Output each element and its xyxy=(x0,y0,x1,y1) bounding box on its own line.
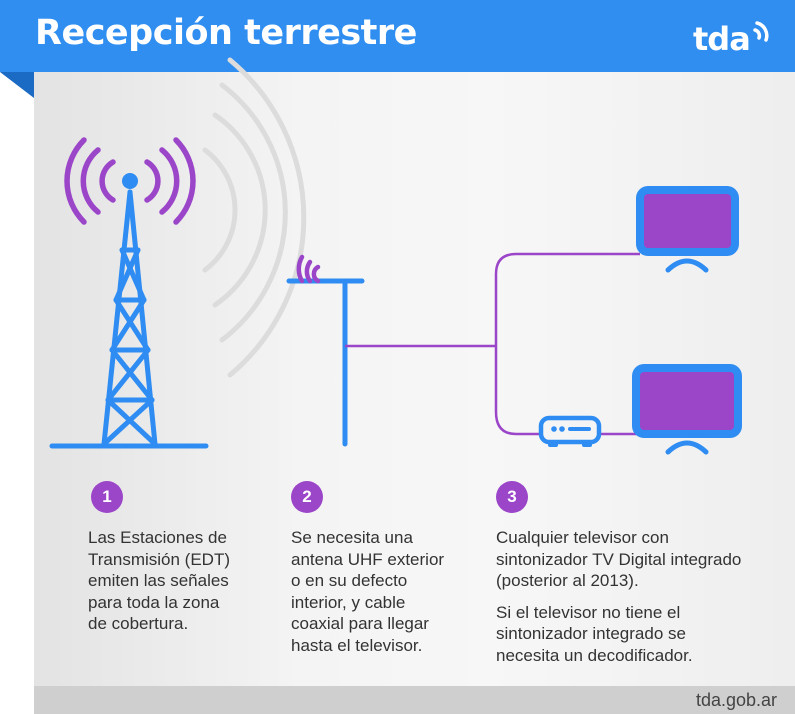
logo-signal-icon xyxy=(753,21,769,42)
coaxial-cable-icon xyxy=(345,252,640,436)
step-3-number: 3 xyxy=(496,481,528,513)
step-2-number: 2 xyxy=(291,481,323,513)
logo-text: tda xyxy=(693,20,751,58)
step-3-note: Si el televisor no tiene el sintonizador… xyxy=(496,602,693,665)
header-fold xyxy=(0,72,34,98)
transmission-tower-icon xyxy=(49,173,209,449)
coverage-waves-icon xyxy=(202,57,307,378)
step-2-description: Se necesita una antena UHF exterior o en… xyxy=(291,528,445,655)
television-icon xyxy=(632,364,742,455)
footer-url[interactable]: tda.gob.ar xyxy=(695,690,777,710)
step-3-text: Cualquier televisor con sintonizador TV … xyxy=(496,527,741,666)
step-1-number: 1 xyxy=(91,481,123,513)
decoder-icon xyxy=(538,415,602,447)
step-2-text: Se necesita una antena UHF exterior o en… xyxy=(291,527,444,656)
antenna-waves-icon xyxy=(296,254,321,284)
step-3-description: Cualquier televisor con sintonizador TV … xyxy=(496,528,742,590)
page-title: Recepción terrestre xyxy=(35,13,417,53)
uhf-antenna-icon xyxy=(286,278,365,447)
signal-waves-icon xyxy=(64,137,196,225)
footer-bar: tda.gob.ar xyxy=(34,686,795,714)
tda-logo: tda xyxy=(693,14,773,60)
television-icon xyxy=(636,186,739,273)
step-1-text: Las Estaciones de Transmisión (EDT) emit… xyxy=(88,527,230,635)
step-1-description: Las Estaciones de Transmisión (EDT) emit… xyxy=(88,528,230,633)
header-bar: Recepción terrestre tda xyxy=(0,0,795,72)
